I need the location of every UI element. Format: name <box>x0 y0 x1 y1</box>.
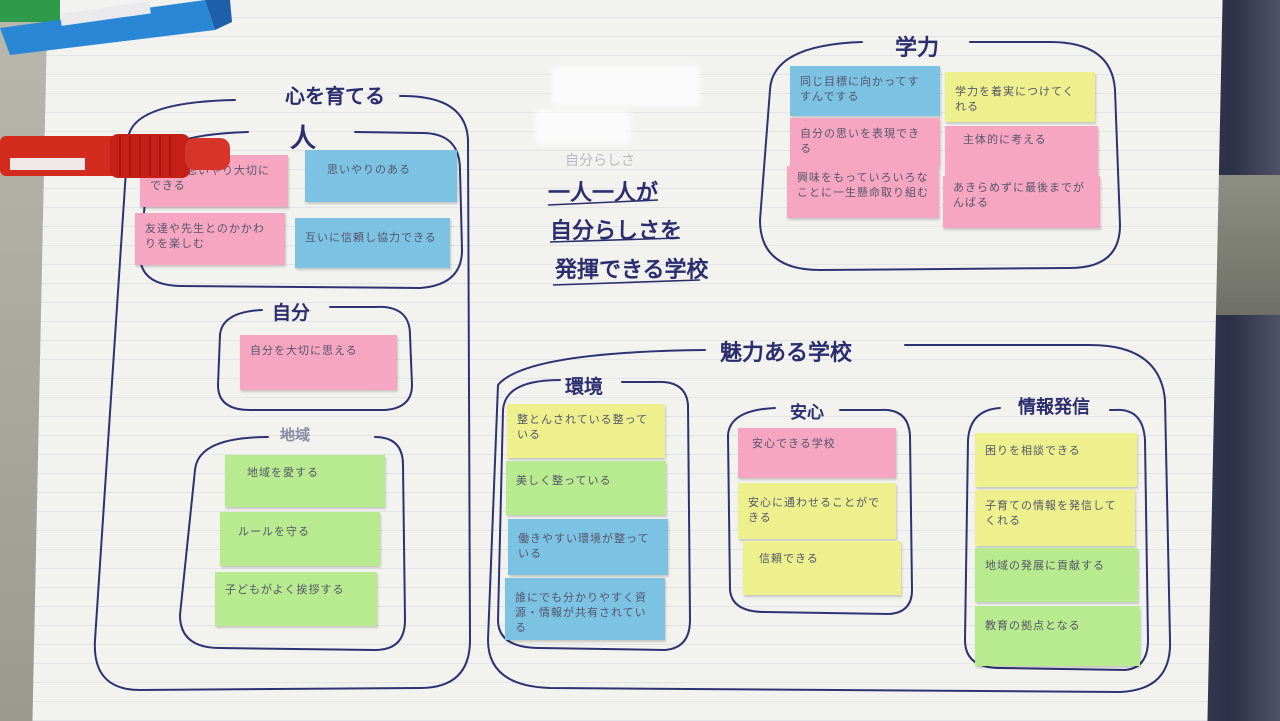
outline-chiiki <box>178 436 407 652</box>
sticky-note: 美しく整っている <box>506 461 666 515</box>
sticky-note: 子どもがよく挨拶する <box>215 572 377 626</box>
sticky-note: 安心に通わせることができる <box>738 483 896 539</box>
outline-jibun <box>216 305 414 411</box>
heading-jibun: 自分 <box>272 302 311 324</box>
heading-hito: 人 <box>290 124 317 154</box>
outline-miryoku <box>486 344 1172 694</box>
sticky-note: 教育の拠点となる <box>975 606 1140 666</box>
sticky-note: 地域の発展に貢献する <box>975 548 1138 602</box>
sticky-note: 自分を大切に思える <box>240 335 397 390</box>
red-marker-icon <box>0 134 230 178</box>
sticky-note: 同じ目標に向かってすすんでする <box>790 66 940 116</box>
heading-gakuryoku: 学力 <box>895 35 940 61</box>
slogan-line-3: 発揮できる学校 <box>555 257 709 283</box>
sticky-note: 地域を愛する <box>225 455 385 507</box>
sticky-note: 信頼できる <box>743 541 901 595</box>
faint-pencil-text: 自分らしさ <box>565 153 635 169</box>
sticky-note: 子育ての情報を発信してくれる <box>975 490 1135 546</box>
sticky-note: 働きやすい環境が整っている <box>508 519 668 575</box>
outline-gakuryoku <box>758 41 1122 272</box>
sticky-note: 誰にでも分かりやすく資源・情報が共有されている <box>505 578 665 640</box>
erased-area-2 <box>535 110 630 145</box>
sticky-note: あきらめずに最後までがんばる <box>943 176 1100 228</box>
sticky-note: 安心できる学校 <box>738 428 896 478</box>
slogan-line-1: 一人一人が <box>548 180 659 206</box>
outline-joho <box>963 407 1150 672</box>
sticky-note: 主体的に考える <box>945 126 1098 176</box>
heading-joho: 情報発信 <box>1018 397 1090 418</box>
sticky-note: 学力を着実につけてくれる <box>945 72 1095 122</box>
heading-miryoku: 魅力ある学校 <box>720 340 853 366</box>
sticky-note: 友達や先生とのかかわりを楽しむ <box>135 213 285 265</box>
sticky-note: 興味をもっていろいろなことに一生懸命取り組む <box>787 166 939 218</box>
sticky-note: 互いに信頼し協力できる <box>295 218 450 268</box>
outline-left-frame <box>93 94 472 692</box>
heading-anshin: 安心 <box>790 403 824 423</box>
heading-chiiki: 地域 <box>280 426 311 444</box>
sticky-note: ルールを守る <box>220 512 380 566</box>
sticky-note: 困りを相談できる <box>975 433 1137 487</box>
slogan-line-2: 自分らしさを <box>550 218 683 244</box>
sticky-note: 自分の思いを表現できる <box>790 118 940 166</box>
blue-marker-icon <box>0 0 232 55</box>
heading-kokoro: 心を育てる <box>285 84 385 108</box>
sticky-note: 整とんされている整っている <box>507 404 665 458</box>
outline-anshin <box>726 407 914 616</box>
heading-kankyo: 環境 <box>565 376 604 398</box>
sticky-note: 思いやりのある <box>305 150 457 202</box>
erased-area-1 <box>552 66 700 106</box>
outline-kankyo <box>496 379 692 652</box>
